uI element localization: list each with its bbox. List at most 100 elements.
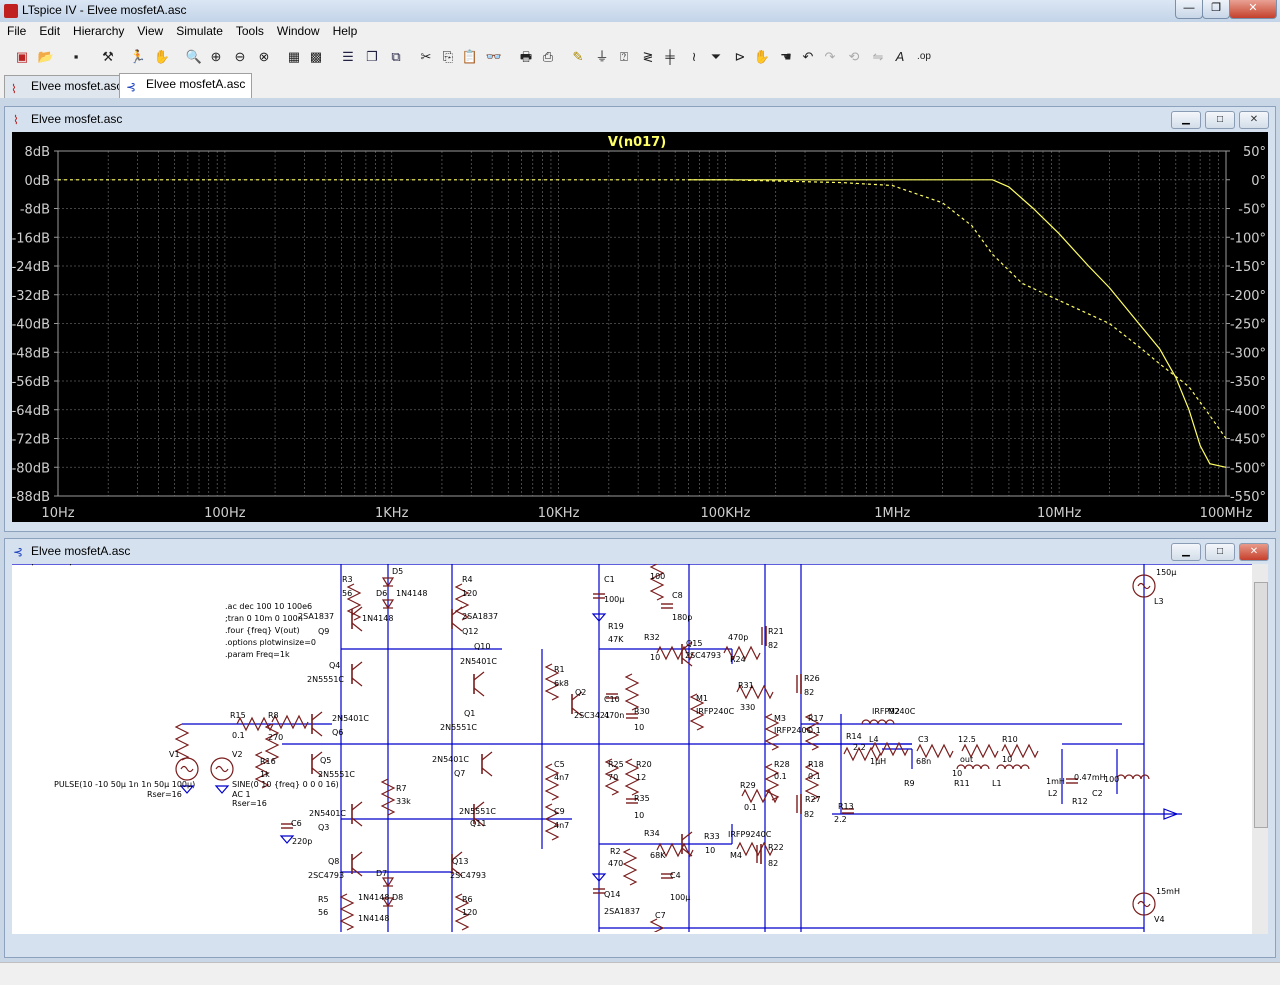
menu-view[interactable]: View bbox=[137, 24, 164, 38]
resistor-symbol bbox=[1001, 743, 1039, 759]
component-label: 10 bbox=[705, 846, 715, 855]
find-icon[interactable]: 👓 bbox=[485, 49, 503, 64]
component-label: R25 bbox=[608, 760, 624, 769]
component-label: Q5 bbox=[320, 756, 331, 765]
zoom-out-icon[interactable]: ⊖ bbox=[234, 49, 246, 64]
component-label: R26 bbox=[804, 674, 820, 683]
cascade-icon[interactable]: ❐ bbox=[366, 49, 378, 64]
transistor-symbol bbox=[451, 606, 463, 616]
drag-icon[interactable]: ☚ bbox=[780, 49, 792, 64]
component-label: C4 bbox=[670, 871, 681, 880]
schematic-drawing[interactable]: .ac dec 100 10 100e6;tran 0 10m 0 100n.f… bbox=[12, 564, 1252, 932]
minimize-button[interactable]: — bbox=[1175, 0, 1203, 19]
component-label: SINE(40 0 120) bbox=[12, 564, 72, 566]
resistor-symbol bbox=[764, 763, 780, 801]
component-icon[interactable]: ⊳ bbox=[734, 49, 746, 64]
component-label: Q3 bbox=[318, 823, 329, 832]
zoom-pan-icon[interactable]: ⊕ bbox=[210, 49, 222, 64]
copy-icon[interactable]: ⎘ bbox=[442, 49, 454, 64]
move-icon[interactable]: ✋ bbox=[753, 49, 771, 64]
menu-simulate[interactable]: Simulate bbox=[176, 24, 223, 38]
menu-window[interactable]: Window bbox=[276, 24, 320, 38]
run-icon[interactable]: 🏃 bbox=[129, 49, 147, 64]
resistor-symbol bbox=[804, 713, 820, 751]
voltage-source-symbol bbox=[1132, 574, 1156, 598]
save-icon[interactable]: ▪ bbox=[73, 49, 79, 64]
tile-horizontal-icon[interactable]: ☰ bbox=[342, 49, 354, 64]
zoom-fit-icon[interactable]: ⊗ bbox=[258, 49, 270, 64]
status-bar bbox=[0, 962, 1280, 985]
component-label: 2N5401C bbox=[432, 755, 469, 764]
schematic-wires bbox=[12, 564, 1252, 932]
vertical-scrollbar[interactable] bbox=[1252, 564, 1268, 934]
diode-icon[interactable]: ⏷ bbox=[710, 49, 722, 64]
maximize-button[interactable]: □ bbox=[1205, 111, 1235, 129]
component-label: R15 bbox=[230, 711, 246, 720]
minimize-button[interactable]: ▁ bbox=[1171, 111, 1201, 129]
paste-icon[interactable]: 📋 bbox=[461, 49, 479, 64]
redo-icon[interactable]: ↷ bbox=[824, 49, 836, 64]
component-label: M4 bbox=[730, 851, 742, 860]
open-icon[interactable]: 📂 bbox=[37, 49, 55, 64]
halt-icon[interactable]: ✋ bbox=[153, 49, 171, 64]
component-label: 2SC4793 bbox=[450, 871, 486, 880]
component-label: D7 bbox=[376, 869, 387, 878]
wire-icon[interactable]: ✎ bbox=[572, 49, 584, 64]
component-label: SINE(0 10 {freq} 0 0 0 16) bbox=[232, 780, 339, 789]
diode-symbol bbox=[381, 577, 395, 588]
close-button[interactable]: ✕ bbox=[1229, 0, 1277, 19]
close-all-icon[interactable]: ⧉ bbox=[391, 49, 401, 64]
cut-icon[interactable]: ✂ bbox=[420, 49, 432, 64]
component-label: R3 bbox=[342, 575, 353, 584]
resistor-symbol bbox=[271, 714, 309, 730]
print-preview-icon[interactable]: 🖶 bbox=[519, 49, 533, 64]
spice-directive: ;tran 0 10m 0 100n bbox=[225, 614, 303, 623]
label-net-icon[interactable]: ⍰ bbox=[620, 49, 628, 64]
fft-icon[interactable]: ▩ bbox=[309, 49, 323, 64]
maximize-button[interactable]: □ bbox=[1205, 543, 1235, 561]
resistor-icon[interactable]: ≷ bbox=[642, 49, 654, 64]
menu-help[interactable]: Help bbox=[332, 24, 358, 38]
menu-file[interactable]: File bbox=[7, 24, 27, 38]
y-tick-label-right: -200° bbox=[1230, 289, 1266, 304]
component-label: Q2 bbox=[575, 688, 586, 697]
component-label: IRFP240C bbox=[774, 726, 813, 735]
autorange-icon[interactable]: ▦ bbox=[287, 49, 301, 64]
restore-button[interactable]: ❐ bbox=[1202, 0, 1230, 19]
resistor-symbol bbox=[174, 723, 190, 761]
close-button[interactable]: ✕ bbox=[1239, 111, 1269, 129]
menu-edit[interactable]: Edit bbox=[39, 24, 61, 38]
rotate-icon[interactable]: ⟲ bbox=[848, 49, 860, 64]
zoom-in-icon[interactable]: 🔍 bbox=[185, 49, 203, 64]
schematic-canvas[interactable]: .ac dec 100 10 100e6;tran 0 10m 0 100n.f… bbox=[12, 564, 1268, 934]
component-label: 2SA1837 bbox=[298, 612, 334, 621]
tab-elvee-mosfet[interactable]: ⌇ Elvee mosfet.asc bbox=[4, 75, 130, 98]
component-label: 12 bbox=[636, 773, 646, 782]
new-schematic-icon[interactable]: ▣ bbox=[15, 49, 29, 64]
spice-directive-icon[interactable]: .op bbox=[917, 51, 931, 62]
component-label: 470n bbox=[604, 711, 624, 720]
close-button[interactable]: ✕ bbox=[1239, 543, 1269, 561]
menu-tools[interactable]: Tools bbox=[235, 24, 264, 38]
undo-icon[interactable]: ↶ bbox=[802, 49, 814, 64]
waveform-icon: ⌇ bbox=[13, 113, 19, 127]
y-tick-label-left: -64dB bbox=[12, 404, 50, 419]
component-label: 2N5401C bbox=[460, 657, 497, 666]
menu-hierarchy[interactable]: Hierarchy bbox=[73, 24, 125, 38]
voltage-source-symbol bbox=[180, 765, 194, 773]
print-icon[interactable]: ⎙ bbox=[542, 49, 554, 64]
resistor-symbol bbox=[741, 788, 779, 804]
minimize-button[interactable]: ▁ bbox=[1171, 543, 1201, 561]
vertical-scrollbar-thumb[interactable] bbox=[1254, 582, 1268, 828]
x-tick-label: 1KHz bbox=[375, 506, 409, 521]
tab-elvee-mosfeta[interactable]: ⊰ Elvee mosfetA.asc bbox=[119, 73, 253, 98]
capacitor-icon[interactable]: ╪ bbox=[665, 49, 675, 64]
ground-icon[interactable]: ⏚ bbox=[595, 49, 609, 64]
text-icon[interactable]: A bbox=[895, 49, 905, 64]
diode-symbol bbox=[381, 897, 395, 908]
mirror-icon[interactable]: ⇋ bbox=[872, 49, 884, 64]
bode-plot[interactable]: V(n017) 8dB0dB-8dB-16dB-24dB-32dB-40dB-4… bbox=[12, 132, 1268, 522]
control-panel-icon[interactable]: ⚒ bbox=[102, 49, 114, 64]
inductor-icon[interactable]: ≀ bbox=[691, 49, 697, 64]
